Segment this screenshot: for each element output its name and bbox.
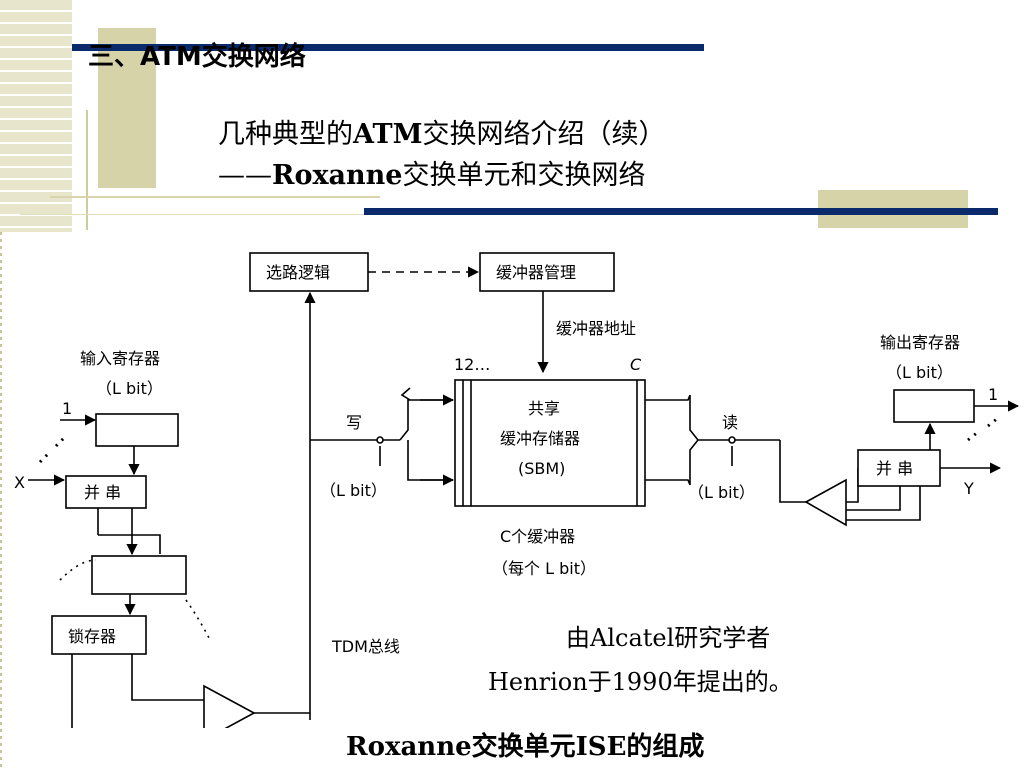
routing-logic-label: 选路逻辑 (266, 263, 330, 282)
buffer-manager-label: 缓冲器管理 (496, 263, 576, 282)
title-line1-suffix: 交换网络介绍（续） (422, 119, 666, 150)
title-line1-prefix: 几种典型的 (218, 119, 353, 150)
output-ps-loop-2 (846, 486, 921, 521)
input-dots (38, 436, 66, 464)
slide-title-line2: ——Roxanne交换单元和交换网络 (218, 153, 645, 192)
latch-box (51, 615, 147, 655)
accent-bar-bottom (364, 208, 998, 215)
routing-logic-box (249, 252, 369, 292)
output-ps-label: 并 串 (876, 459, 913, 478)
dotted-arc-1 (59, 559, 97, 581)
note-line1: 由Alcatel研究学者 (566, 624, 771, 652)
deco-vline-1 (86, 110, 88, 230)
deco-block-olive (98, 28, 156, 188)
note-line2: Henrion于1990年提出的。 (488, 668, 793, 696)
input-x-label: X (14, 473, 25, 492)
tdm-bus-label: TDM总线 (331, 637, 400, 656)
input-driver (203, 684, 256, 728)
input-sp-box (65, 475, 147, 509)
write-bits-label: （L bit） (320, 481, 387, 500)
read-bits-label: （L bit） (688, 483, 755, 502)
c-buffers-bits-label: （每个 L bit） (492, 559, 596, 578)
output-register-label: 输出寄存器 (880, 333, 960, 352)
input-register-bits: （L bit） (96, 379, 163, 398)
title-line1-bold: ATM (353, 119, 423, 150)
sbm-box (454, 379, 646, 507)
read-to-driver (779, 440, 806, 503)
output-1-label: 1 (988, 385, 998, 404)
index-label: 12… (454, 355, 490, 374)
input-register-box (95, 413, 179, 447)
deco-block-left-lines (0, 0, 72, 232)
slide-title-line1: 几种典型的ATM交换网络介绍（续） (218, 112, 665, 151)
roxanne-block-diagram: 选路逻辑 缓冲器管理 缓冲器地址 输入寄存器 （L bit） 输出寄存器 （L … (14, 252, 1020, 728)
output-register-bits: （L bit） (886, 363, 953, 382)
write-split (399, 387, 453, 481)
output-register-box (893, 389, 975, 423)
intermediate-register-box (91, 555, 187, 595)
input-1-label: 1 (62, 399, 72, 418)
input-register-label: 输入寄存器 (80, 349, 160, 368)
write-label: 写 (346, 413, 362, 432)
accent-bar-top (72, 44, 704, 51)
buffer-address-label: 缓冲器地址 (556, 319, 636, 338)
sp-side-line (97, 508, 161, 554)
title-line2-dash: —— (218, 160, 272, 191)
section-heading: 三、ATM交换网络 (88, 42, 306, 72)
sbm-label-3: (SBM) (518, 459, 565, 478)
output-driver-out (846, 468, 859, 503)
latch-label: 锁存器 (68, 627, 116, 646)
title-line2-suffix: 交换单元和交换网络 (402, 160, 646, 191)
deco-vline-left-edge (0, 232, 2, 768)
title-line2-bold: Roxanne (272, 160, 403, 191)
latch-out-b (71, 654, 73, 728)
input-sp-label: 并 串 (84, 483, 121, 502)
figure-caption: Roxanne交换单元ISE的组成 (346, 732, 705, 762)
deco-hline-1 (50, 196, 380, 198)
sbm-label-2: 缓冲存储器 (500, 429, 580, 448)
dotted-arc-2 (185, 599, 211, 641)
output-ps-loop (846, 486, 901, 511)
c-label: C (630, 355, 642, 374)
read-merge (645, 394, 700, 486)
output-driver (804, 478, 847, 527)
latch-out-a (131, 654, 204, 701)
read-label: 读 (722, 413, 738, 432)
read-node (728, 436, 736, 444)
deco-hline-2 (20, 214, 420, 215)
write-node (376, 436, 384, 444)
output-y-label: Y (963, 479, 974, 498)
sbm-label-1: 共享 (528, 399, 560, 418)
c-buffers-label: C个缓冲器 (500, 527, 575, 546)
buffer-manager-box (479, 252, 615, 292)
